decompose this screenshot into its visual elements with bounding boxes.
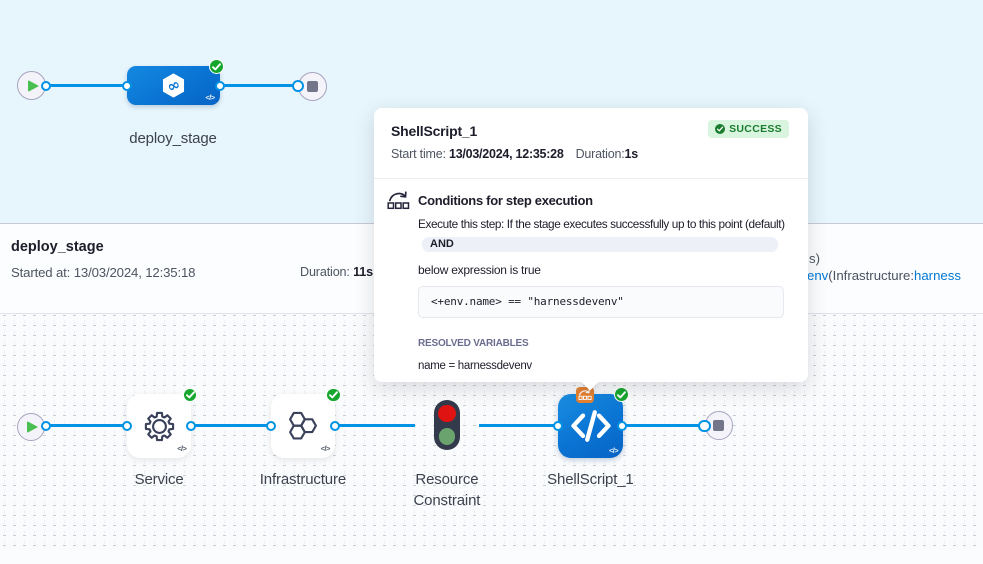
stage-bar-right-fragment-1: s) — [809, 251, 820, 266]
stage-duration-label: Duration: — [300, 265, 354, 279]
link-dot — [40, 420, 51, 431]
stage-success-icon — [208, 59, 224, 75]
tooltip-step-title: ShellScript_1 — [391, 122, 478, 139]
link-dot — [122, 80, 132, 91]
duration-label: Duration: — [575, 147, 625, 161]
stage-duration: Duration: 11s — [300, 265, 373, 279]
shellscript-code-icon — [570, 409, 611, 442]
start-time-value: 13/03/2024, 12:35:28 — [449, 147, 564, 161]
step-node-label-infrastructure[interactable]: Infrastructure — [259, 470, 347, 488]
link-dot — [265, 420, 276, 431]
stage-node-label[interactable]: deploy_stage — [129, 130, 217, 147]
tooltip-meta: Start time: 13/03/2024, 12:35:28 Duration… — [391, 147, 638, 161]
execute-condition-text: Execute this step: If the stage executes… — [418, 216, 785, 231]
step-node-service[interactable]: </> — [127, 387, 198, 459]
duration-value: 1s — [624, 147, 639, 161]
edge-service-to-infrastructure — [190, 424, 271, 428]
infrastructure-text: (Infrastructure: — [828, 268, 915, 283]
step-node-resource-constraint[interactable] — [434, 399, 461, 450]
step-template-code-icon: </> — [177, 444, 187, 454]
step-template-code-icon: </> — [608, 446, 619, 456]
stage-bar-title: deploy_stage — [11, 239, 104, 255]
step-node-label-service[interactable]: Service — [134, 470, 184, 488]
step-success-icon — [614, 387, 630, 403]
tooltip-divider — [374, 178, 808, 179]
stage-bar-environment-fragment: env(Infrastructure:harness — [807, 268, 961, 283]
conditional-execution-badge — [575, 387, 594, 404]
expression-code-box: <+env.name> == "harnessdevenv" — [418, 286, 784, 318]
link-dot — [41, 80, 51, 91]
stop-icon — [713, 419, 725, 431]
edge-start-to-stage — [46, 84, 128, 88]
link-dot — [698, 419, 711, 433]
status-badge-label: SUCCESS — [729, 122, 782, 135]
stop-icon — [306, 80, 318, 92]
step-node-label-resource-constraint[interactable]: Resource Constraint — [413, 470, 481, 509]
infrastructure-link[interactable]: harness — [914, 268, 961, 283]
conditions-section-title: Conditions for step execution — [418, 193, 593, 208]
edge-stage-to-end — [219, 84, 299, 88]
edge-shellscript-to-end — [621, 424, 705, 428]
step-node-infrastructure[interactable]: </> — [270, 387, 341, 459]
link-dot — [291, 79, 305, 93]
edge-start-to-service — [46, 424, 128, 428]
link-dot — [553, 420, 564, 431]
link-dot — [122, 420, 133, 431]
link-dot — [616, 420, 627, 431]
start-time-label: Start time: — [391, 147, 450, 161]
play-icon — [27, 420, 38, 433]
svg-text:∞: ∞ — [164, 75, 182, 96]
infrastructure-hexagons-icon — [288, 412, 317, 440]
edge-infrastructure-to-resource — [334, 424, 415, 428]
stage-duration-value: 11s — [353, 265, 373, 279]
status-badge: SUCCESS — [708, 119, 789, 138]
step-success-icon — [326, 387, 341, 403]
environment-link[interactable]: env — [807, 268, 829, 283]
expression-intro-text: below expression is true — [418, 263, 541, 277]
resolved-variables-title: RESOLVED VARIABLES — [418, 338, 529, 349]
stage-node-deploy-stage[interactable]: ∞ </> — [127, 59, 224, 106]
link-dot — [185, 420, 196, 431]
step-node-label-shellscript[interactable]: ShellScript_1 — [547, 470, 634, 488]
edge-resource-to-shellscript — [478, 424, 559, 428]
step-template-code-icon: </> — [320, 444, 331, 454]
resolved-variable-value: name = harnessdevenv — [418, 360, 532, 372]
success-check-icon — [715, 123, 726, 134]
step-start-button[interactable] — [17, 412, 45, 441]
step-details-tooltip: ShellScript_1 SUCCESS Start time: 13/03/… — [374, 108, 808, 390]
traffic-light-green — [438, 428, 456, 445]
canvas-footer-strip — [0, 550, 983, 564]
traffic-light-red — [438, 404, 456, 423]
conditional-execution-icon — [387, 191, 410, 215]
step-success-icon — [182, 387, 198, 403]
service-gear-icon — [144, 411, 174, 441]
link-dot — [214, 80, 225, 91]
stage-started-at: Started at: 13/03/2024, 12:35:18 — [11, 265, 196, 280]
stage-template-code-icon: </> — [205, 93, 215, 103]
link-dot — [329, 420, 340, 431]
step-node-shellscript[interactable]: </> — [558, 387, 630, 459]
cd-stage-hexagon-icon: ∞ — [162, 73, 184, 98]
operator-chip: AND — [422, 237, 778, 252]
step-canvas: </> </> — [0, 314, 983, 550]
play-icon — [27, 79, 39, 92]
